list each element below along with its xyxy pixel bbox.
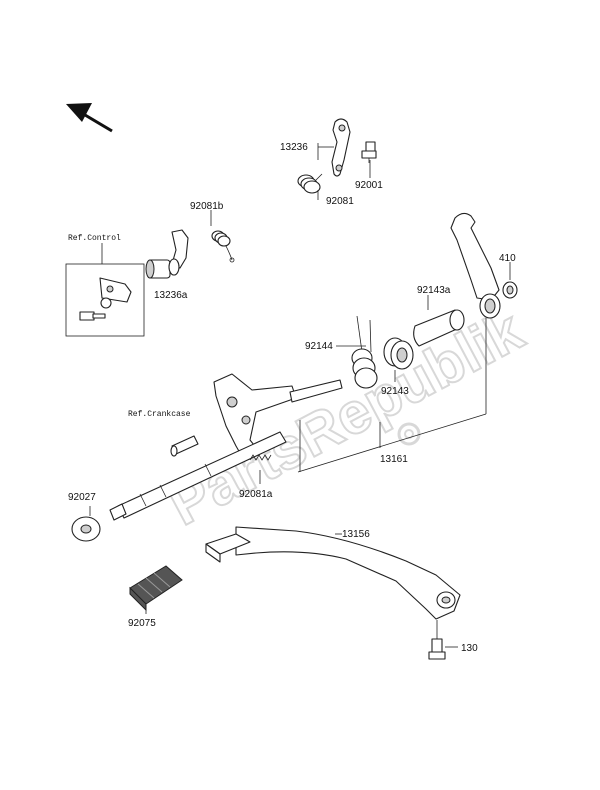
part-13161-shift-shaft[interactable] [109,373,343,521]
gear-watermark-icon [397,422,421,446]
label-ref-control: Ref.Control [68,234,121,243]
label-13236a: 13236a [154,290,188,301]
part-92075-rubber[interactable] [129,565,183,612]
svg-text:PartsRepublik: PartsRepublik [158,297,534,538]
label-410: 410 [499,253,516,264]
part-shift-arm[interactable] [450,212,501,319]
label-130: 130 [461,643,478,654]
part-92144-spring[interactable] [351,315,378,389]
part-92143-collar[interactable] [383,337,414,370]
label-92081b: 92081b [190,201,224,212]
part-130-bolt[interactable] [428,620,446,660]
part-92081b-spring[interactable] [211,230,235,263]
ref-control-box [65,243,145,337]
part-92001-bolt[interactable] [361,141,377,163]
part-92081-spring[interactable] [297,173,323,194]
label-92075: 92075 [128,618,156,629]
leader-lines [89,143,511,648]
label-92144: 92144 [305,341,333,352]
label-92143a: 92143a [417,285,451,296]
part-92081a-spring[interactable] [249,454,272,461]
label-92143: 92143 [381,386,409,397]
label-92027: 92027 [68,492,96,503]
part-92143a-collar[interactable] [413,309,465,347]
part-410-washer[interactable] [502,281,518,299]
label-ref-crankcase: Ref.Crankcase [128,410,191,419]
part-13236a-pawl[interactable] [145,229,189,279]
label-92081: 92081 [326,196,354,207]
label-13236: 13236 [280,142,308,153]
label-13156: 13156 [342,529,370,540]
label-92001: 92001 [355,180,383,191]
part-crankcase-stud[interactable] [170,435,199,457]
part-92027-washer[interactable] [71,516,101,542]
orientation-arrow-icon [66,103,113,133]
part-13156-shift-pedal[interactable] [205,526,461,620]
watermark: PartsRepublik [157,296,535,539]
label-92081a: 92081a [239,489,273,500]
part-13236-pawl[interactable] [331,118,351,177]
label-13161: 13161 [380,454,408,465]
